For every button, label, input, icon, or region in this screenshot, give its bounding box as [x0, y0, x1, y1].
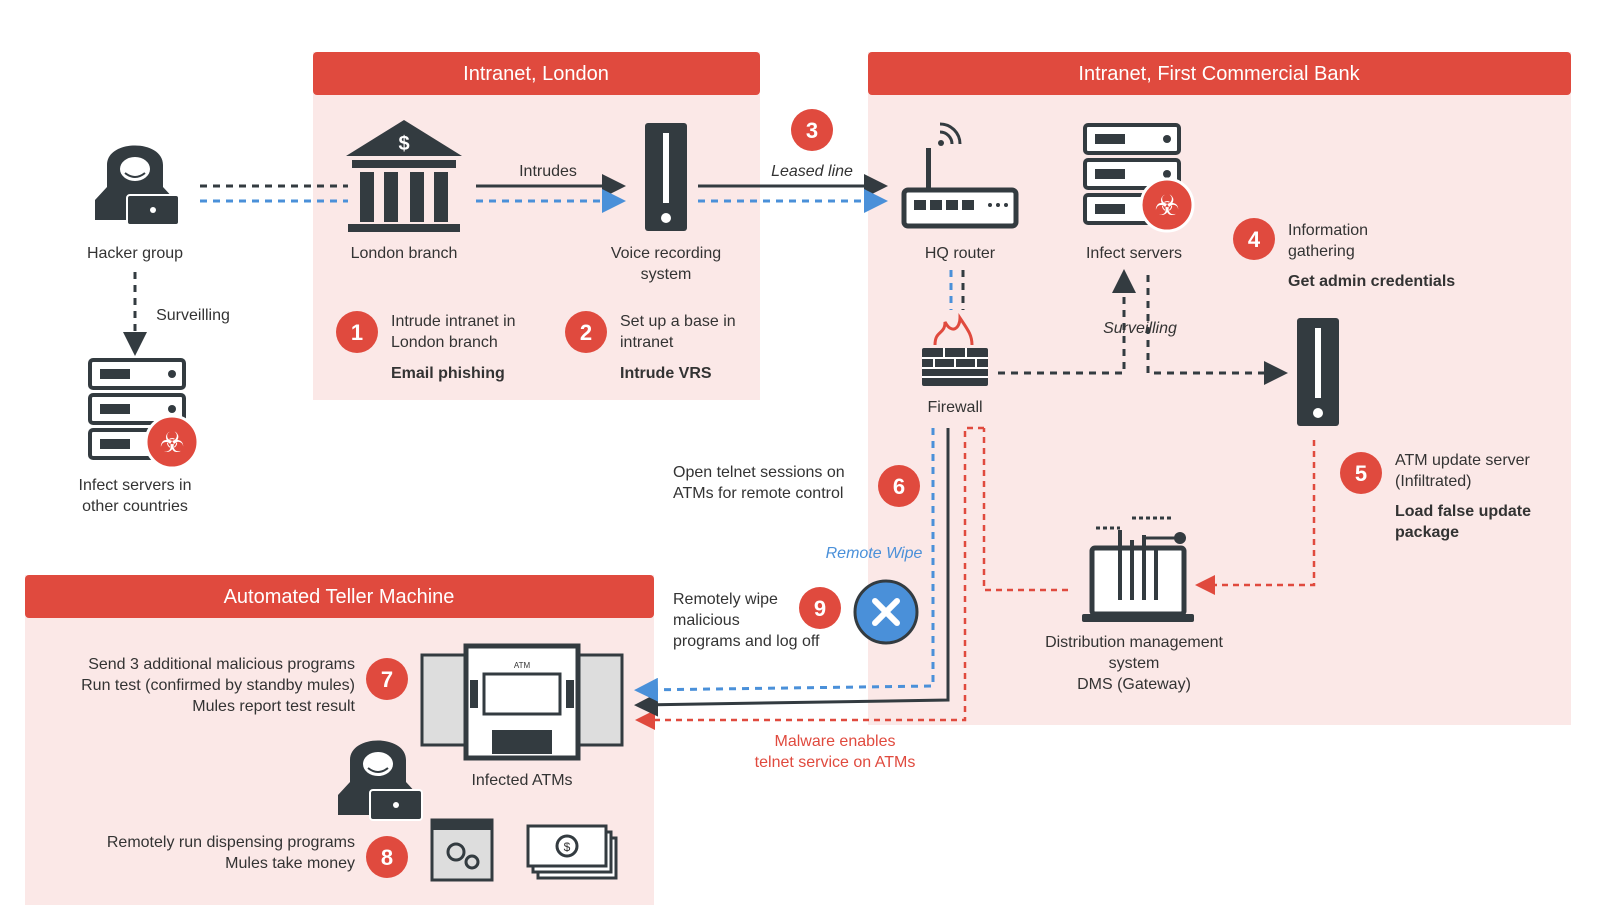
dms-label-1: Distribution management — [1045, 634, 1223, 651]
router-icon — [901, 122, 1019, 229]
firewall-to-servers — [998, 269, 1136, 375]
svg-text:ATM update server: ATM update server — [1395, 452, 1531, 469]
svg-text:Email phishing: Email phishing — [391, 365, 505, 382]
svg-text:Get admin credentials: Get admin credentials — [1288, 273, 1455, 290]
servers-to-update — [1146, 275, 1288, 385]
svg-text:5: 5 — [1355, 461, 1367, 486]
step-5: 5 ATM update server (Infiltrated) Load f… — [1340, 452, 1531, 541]
svg-text:Mules report test result: Mules report test result — [192, 698, 355, 715]
hacker-icon — [95, 145, 180, 226]
svg-text:3: 3 — [806, 118, 818, 143]
wipe-x-icon — [853, 579, 919, 645]
london-branch-label: London branch — [351, 245, 458, 262]
zone-bank-title: Intranet, First Commercial Bank — [1078, 63, 1360, 85]
svg-text:Remotely run dispensing progra: Remotely run dispensing programs — [107, 834, 355, 851]
zone-london-title: Intranet, London — [463, 63, 609, 85]
svg-text:intranet: intranet — [620, 334, 674, 351]
infect-servers-icon: ☣ — [1083, 123, 1195, 233]
dms-label-2: system — [1109, 655, 1160, 672]
svg-text:6: 6 — [893, 474, 905, 499]
svg-text:9: 9 — [814, 596, 826, 621]
zone-atm-title: Automated Teller Machine — [224, 586, 455, 608]
svg-text:London branch: London branch — [391, 334, 498, 351]
svg-text:Open telnet sessions on: Open telnet sessions on — [673, 464, 845, 481]
svg-text:Mules take money: Mules take money — [225, 855, 355, 872]
infected-atms-label: Infected ATMs — [471, 772, 572, 789]
program-window-icon — [430, 818, 494, 882]
step-7: Send 3 additional malicious programs Run… — [81, 656, 408, 715]
infect-other-label-1: Infect servers in — [79, 477, 192, 494]
svg-text:8: 8 — [381, 845, 393, 870]
svg-text:package: package — [1395, 524, 1459, 541]
cash-icon: $ — [526, 824, 618, 880]
svg-text:Information: Information — [1288, 222, 1368, 239]
atm-screen-label: ATM — [514, 661, 531, 670]
infect-other-label-2: other countries — [82, 498, 188, 515]
atm-update-server-icon — [1297, 318, 1339, 426]
svg-text:Intrude VRS: Intrude VRS — [620, 365, 712, 382]
svg-text:$: $ — [564, 840, 571, 854]
hacker-label: Hacker group — [87, 245, 183, 262]
dms-to-firewall — [982, 428, 1068, 592]
svg-text:☣: ☣ — [1154, 190, 1179, 221]
step-2: 2 Set up a base in intranet Intrude VRS — [565, 311, 736, 382]
bank-building-icon: $ — [346, 120, 462, 232]
step-4: 4 Information gathering Get admin creden… — [1233, 218, 1455, 290]
svg-text:Remotely wipe: Remotely wipe — [673, 591, 778, 608]
step-6: Open telnet sessions on ATMs for remote … — [673, 464, 920, 507]
svg-text:programs and log off: programs and log off — [673, 633, 820, 650]
mule-icon — [338, 740, 423, 821]
infected-atms-icon: ATM — [420, 643, 624, 761]
infect-servers-other-icon: ☣ — [88, 358, 200, 470]
malware-label-2: telnet service on ATMs — [755, 754, 916, 771]
svg-text:$: $ — [398, 133, 409, 155]
surveilling-bank-label: Surveilling — [1103, 320, 1177, 337]
firewall-label: Firewall — [927, 399, 982, 416]
svg-text:7: 7 — [381, 667, 393, 692]
svg-text:Load false update: Load false update — [1395, 503, 1531, 520]
step-1: 1 Intrude intranet in London branch Emai… — [336, 311, 516, 382]
zone-bank: Intranet, First Commercial Bank — [868, 52, 1571, 725]
svg-text:1: 1 — [351, 320, 363, 345]
vrs-label-2: system — [641, 266, 692, 283]
step-8: Remotely run dispensing programs Mules t… — [107, 834, 408, 878]
update-to-dms — [1195, 440, 1316, 595]
svg-text:gathering: gathering — [1288, 243, 1355, 260]
voice-recording-system-icon — [645, 123, 687, 231]
hq-router-label: HQ router — [925, 245, 996, 262]
dms-icon — [1082, 516, 1194, 622]
leased-line-label: Leased line — [771, 163, 853, 180]
infect-servers-label: Infect servers — [1086, 245, 1182, 262]
intrudes-label: Intrudes — [519, 163, 577, 180]
step-3: 3 — [791, 109, 833, 151]
malware-arrow — [635, 426, 984, 730]
svg-text:☣: ☣ — [159, 427, 184, 458]
vrs-label-1: Voice recording — [611, 245, 721, 262]
svg-text:(Infiltrated): (Infiltrated) — [1395, 473, 1471, 490]
telnet-arrow — [634, 428, 950, 717]
zone-atm: Automated Teller Machine — [25, 575, 654, 905]
malware-label-1: Malware enables — [775, 733, 896, 750]
svg-text:ATMs for remote control: ATMs for remote control — [673, 485, 843, 502]
svg-text:Set up a base in: Set up a base in — [620, 313, 736, 330]
step-9: Remotely wipe malicious programs and log… — [673, 587, 841, 650]
svg-text:Intrude intranet in: Intrude intranet in — [391, 313, 516, 330]
svg-text:4: 4 — [1248, 227, 1261, 252]
connections — [123, 174, 1316, 730]
surveilling-left-label: Surveilling — [156, 307, 230, 324]
svg-text:malicious: malicious — [673, 612, 740, 629]
svg-text:2: 2 — [580, 320, 592, 345]
svg-text:Send 3 additional malicious pr: Send 3 additional malicious programs — [88, 656, 355, 673]
svg-text:Run test (confirmed by standby: Run test (confirmed by standby mules) — [81, 677, 355, 694]
firewall-icon — [922, 313, 988, 386]
remote-wipe-label: Remote Wipe — [826, 545, 923, 562]
dms-label-3: DMS (Gateway) — [1077, 676, 1191, 693]
